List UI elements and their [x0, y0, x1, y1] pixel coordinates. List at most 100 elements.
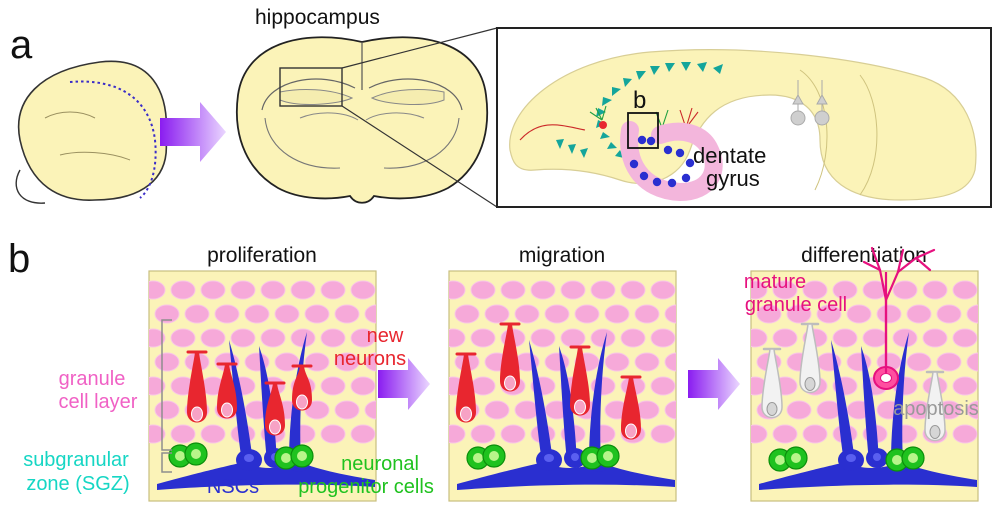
granule-cell [320, 424, 346, 444]
granule-cell [650, 424, 676, 444]
granule-cell [170, 328, 196, 348]
granule-cell [320, 280, 346, 300]
granule-cell [260, 328, 286, 348]
svg-text:progenitor cells: progenitor cells [298, 476, 434, 498]
new-neuron [455, 352, 477, 423]
ca-pyramidal-layer [556, 62, 723, 158]
granule-cell [751, 328, 768, 348]
granule-cell [772, 328, 798, 348]
granule-cell [772, 280, 798, 300]
granule-cell [350, 424, 376, 444]
process-arrow-3 [688, 358, 740, 410]
granule-cell [751, 424, 768, 444]
tissue-panel-differentiation [750, 270, 979, 502]
granule-cell [470, 376, 496, 396]
granule-cell [214, 304, 240, 324]
granule-cell [862, 328, 888, 348]
granule-cell [260, 280, 286, 300]
granule-cell [350, 328, 376, 348]
granule-cell [334, 400, 360, 420]
granule-cell [484, 304, 510, 324]
granule-cell [634, 304, 660, 324]
granule-cell [832, 280, 858, 300]
granule-cell [484, 400, 510, 420]
granule-cell [620, 328, 646, 348]
sgz-label: subgranular zone (SGZ) [23, 449, 129, 495]
granule-cell [751, 280, 768, 300]
granule-cell [802, 280, 828, 300]
granule-cell [244, 304, 270, 324]
dentate-box-b [627, 112, 659, 149]
new-neuron [186, 350, 208, 423]
granule-cell [230, 328, 256, 348]
new-neurons-label: new neurons [334, 325, 406, 370]
granule-cell [604, 304, 630, 324]
granule-cell [936, 352, 962, 372]
apoptotic-cell [761, 347, 783, 419]
granule-cell [892, 328, 918, 348]
granule-cell [334, 304, 360, 324]
mature-granule-cell [862, 246, 936, 374]
process-arrow-2 [378, 358, 430, 410]
granule-cell [149, 424, 166, 444]
neural-stem-cells [759, 332, 977, 490]
tissue-panel-migration [448, 270, 677, 502]
granule-cell [816, 304, 842, 324]
granule-cell [184, 304, 210, 324]
granule-cell [756, 304, 782, 324]
new-neuron [620, 375, 642, 440]
granule-cell [952, 280, 978, 300]
granule-cell [149, 280, 166, 300]
granule-cell [149, 376, 166, 396]
granule-cell [154, 304, 180, 324]
granule-cell [604, 352, 630, 372]
granule-cell [304, 304, 330, 324]
granule-cell [154, 352, 180, 372]
granule-cell [786, 400, 812, 420]
granule-cell [154, 400, 180, 420]
granule-cell [320, 376, 346, 396]
coronal-section-illustration [236, 36, 488, 204]
granule-cell [620, 280, 646, 300]
zoom-line-top [341, 27, 498, 69]
new-neuron [499, 322, 521, 392]
granule-cell [290, 328, 316, 348]
granule-cell [802, 424, 828, 444]
granule-cell [500, 280, 526, 300]
progenitor-cell-pair [580, 444, 620, 470]
granule-cell [149, 328, 166, 348]
svg-text:zone (SGZ): zone (SGZ) [26, 473, 129, 495]
granule-cell [560, 328, 586, 348]
granule-cell [470, 328, 496, 348]
granule-cell [832, 328, 858, 348]
granule-cell [786, 304, 812, 324]
svg-text:neurons: neurons [334, 348, 406, 370]
granule-cell [470, 280, 496, 300]
granule-cell [574, 304, 600, 324]
granule-layer-bracket [161, 319, 172, 451]
granule-cell-layer-label: granule cell layer [59, 368, 138, 413]
progenitor-cell-pair [885, 446, 925, 472]
granule-cell [966, 304, 978, 324]
granule-cell [922, 328, 948, 348]
progenitor-cell-pair [466, 444, 506, 470]
process-arrow-1 [160, 102, 226, 162]
granule-cell [304, 352, 330, 372]
sgz-bracket [161, 452, 172, 473]
gyrus-label: gyrus [706, 166, 760, 191]
granule-cell [952, 328, 978, 348]
granule-cell [906, 352, 932, 372]
granule-cell [664, 304, 676, 324]
svg-text:neuronal: neuronal [341, 453, 419, 475]
granule-cell [772, 424, 798, 444]
inset-b-label: b [633, 87, 646, 114]
granule-cell [876, 304, 902, 324]
granule-cell [449, 280, 466, 300]
stage-title-proliferation: proliferation [207, 244, 317, 267]
dentate-label: dentate [693, 143, 766, 168]
granule-cell [449, 424, 466, 444]
hippocampus-inset: b dentate gyrus [496, 27, 992, 208]
whole-brain-illustration [15, 60, 168, 204]
granule-cell [364, 400, 376, 420]
